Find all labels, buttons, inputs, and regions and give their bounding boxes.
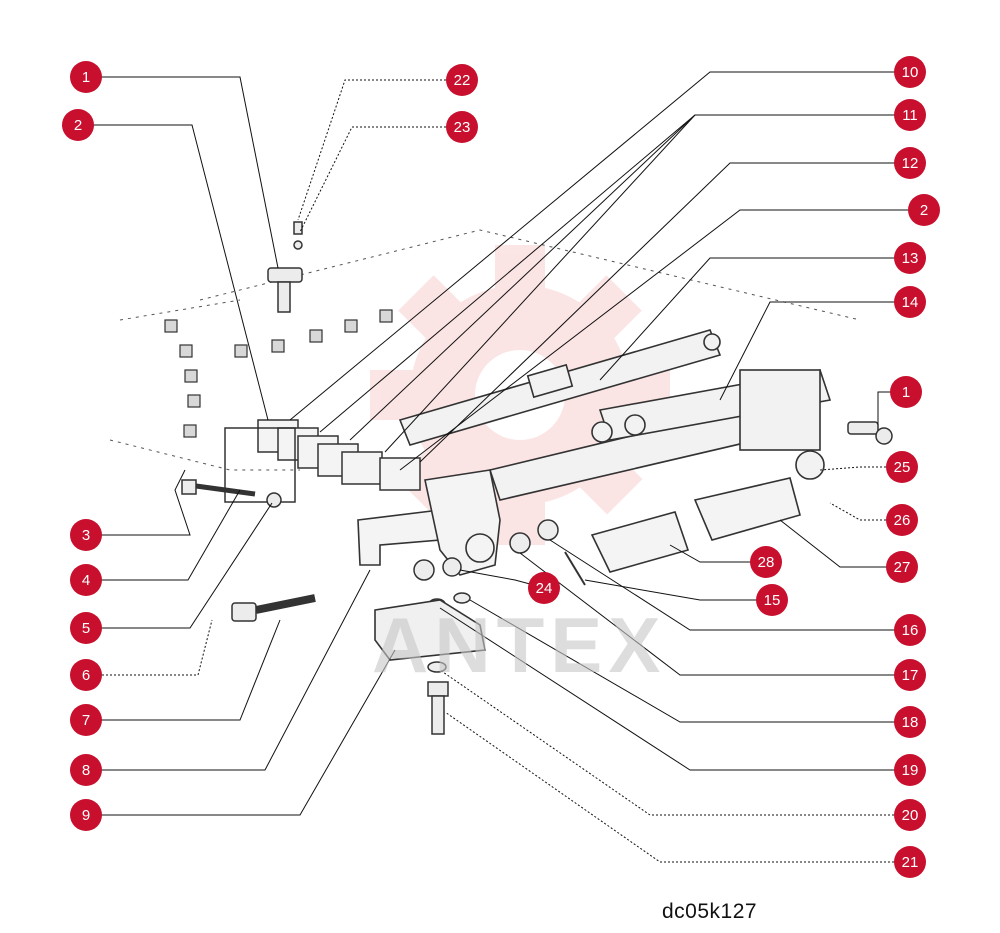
callout-23: 23	[446, 111, 478, 143]
callout-2b: 2	[908, 194, 940, 226]
callout-9: 9	[70, 799, 102, 831]
callout-12: 12	[894, 147, 926, 179]
callout-26: 26	[886, 504, 918, 536]
callout-6: 6	[70, 659, 102, 691]
callout-2: 2	[62, 109, 94, 141]
pivot-pin-right	[847, 421, 893, 445]
cylinder-rod	[398, 329, 722, 446]
side-bolts	[181, 479, 316, 622]
callout-25: 25	[886, 451, 918, 483]
lower-link-bar	[488, 369, 832, 501]
bracket-plates	[224, 419, 421, 503]
watermark-text: ANTEX	[372, 601, 667, 689]
callout-13: 13	[894, 242, 926, 274]
callout-21: 21	[894, 846, 926, 878]
pivot-pin-top	[267, 221, 303, 313]
callout-1: 1	[70, 61, 102, 93]
washers-nuts	[413, 519, 586, 673]
callout-5: 5	[70, 612, 102, 644]
callout-28: 28	[750, 546, 782, 578]
frame-bolts	[164, 309, 393, 438]
callout-17: 17	[894, 659, 926, 691]
callout-8: 8	[70, 754, 102, 786]
callout-14: 14	[894, 286, 926, 318]
callout-18: 18	[894, 706, 926, 738]
callout-27: 27	[886, 551, 918, 583]
callout-15: 15	[756, 584, 788, 616]
callout-16: 16	[894, 614, 926, 646]
callout-10: 10	[894, 56, 926, 88]
callout-4: 4	[70, 564, 102, 596]
callout-3: 3	[70, 519, 102, 551]
cutting-blades	[590, 477, 801, 573]
callout-11: 11	[894, 99, 926, 131]
callout-19: 19	[894, 754, 926, 786]
callout-1b: 1	[890, 376, 922, 408]
callout-7: 7	[70, 704, 102, 736]
callout-20: 20	[894, 799, 926, 831]
callout-22: 22	[446, 64, 478, 96]
hex-bolt	[427, 681, 449, 735]
callout-24: 24	[528, 572, 560, 604]
base-plate	[374, 599, 486, 661]
link-bracket	[357, 469, 501, 576]
diagram-code: dc05k127	[662, 900, 758, 923]
